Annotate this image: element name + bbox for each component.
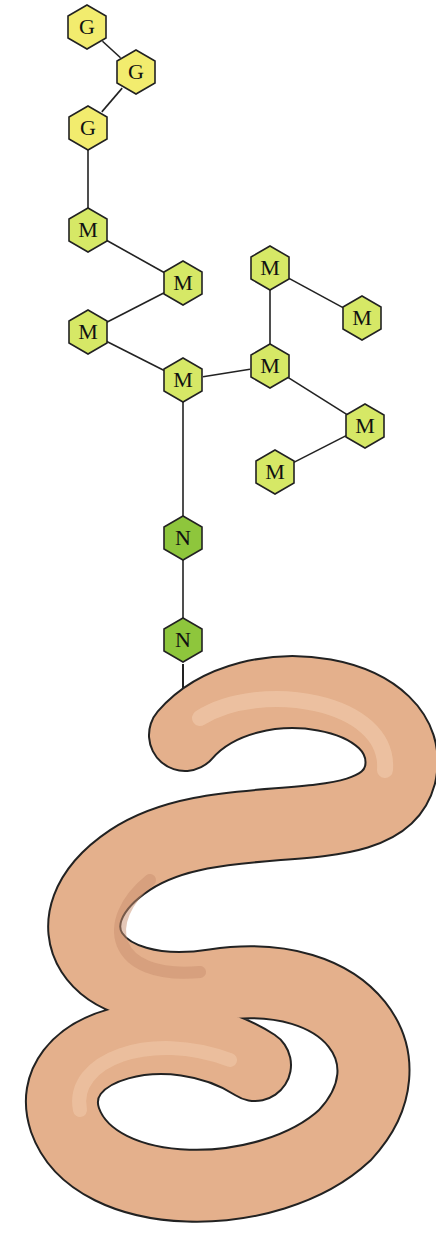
sugar-hexagon: M [161,356,205,404]
glycosidic-bond [182,402,184,516]
sugar-hexagon: N [161,616,205,664]
sugar-letter: M [248,244,292,292]
sugar-hexagon: M [248,244,292,292]
sugar-hexagon: M [161,259,205,307]
glycosidic-bond [288,377,348,415]
glycosidic-bond [293,435,346,462]
sugar-hexagon: G [65,3,109,51]
glycosidic-bond [106,341,164,370]
sugar-letter: M [66,308,110,356]
glycosidic-bond [182,560,184,618]
sugar-letter: N [161,616,205,664]
sugar-letter: M [161,259,205,307]
sugar-hexagon: M [66,308,110,356]
sugar-letter: M [66,206,110,254]
sugar-letter: G [66,104,110,152]
glycosidic-bond [87,150,89,208]
sugar-letter: M [340,294,384,342]
glycosidic-bond [269,290,271,344]
sugar-letter: N [161,514,205,562]
sugar-hexagon: M [248,342,292,390]
sugar-letter: G [65,3,109,51]
sugar-letter: M [343,402,387,450]
sugar-hexagon: M [340,294,384,342]
sugar-hexagon: G [114,48,158,96]
glycosidic-bond [102,41,120,58]
glycosidic-bond [203,369,250,377]
sugar-letter: M [248,342,292,390]
sugar-hexagon: M [343,402,387,450]
sugar-hexagon: G [66,104,110,152]
glycosidic-bond [106,292,164,322]
glycosidic-bond [288,278,344,308]
sugar-hexagon: M [66,206,110,254]
protein-chain [62,692,402,1186]
sugar-letter: G [114,48,158,96]
glycosidic-bond [106,240,165,273]
sugar-hexagon: N [161,514,205,562]
sugar-hexagon: M [253,448,297,496]
sugar-letter: M [253,448,297,496]
glycosidic-bond [102,88,122,112]
sugar-letter: M [161,356,205,404]
